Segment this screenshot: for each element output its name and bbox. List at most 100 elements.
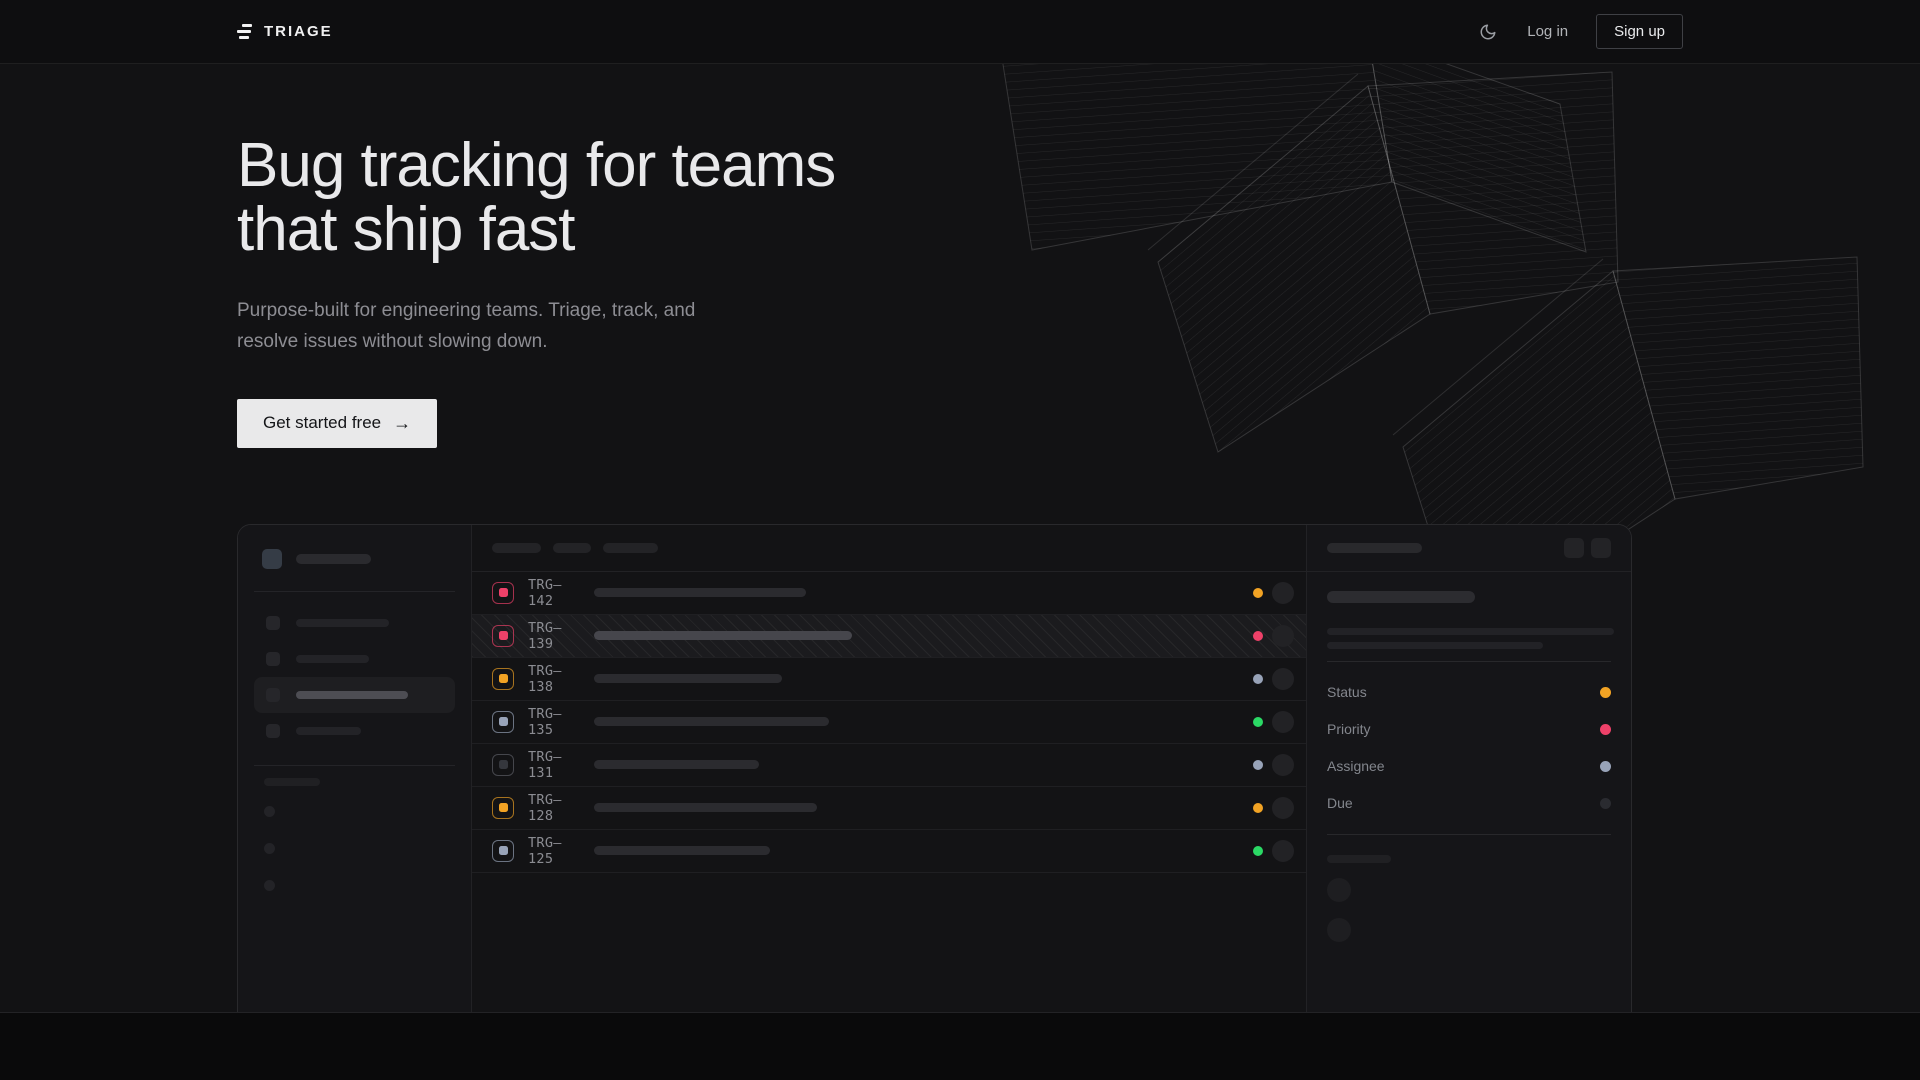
property-row: Assignee	[1327, 748, 1611, 785]
sidebar-item	[254, 713, 455, 749]
issue-checkbox	[492, 796, 514, 819]
next-section	[0, 1013, 1920, 1079]
avatar-list	[1327, 877, 1611, 942]
skeleton-bar	[1327, 641, 1543, 649]
issue-list: TRG–142 TRG–139 TRG–138 TRG–135 TRG–131	[472, 572, 1306, 873]
status-dot	[1253, 587, 1263, 598]
moon-icon	[1480, 24, 1496, 39]
issue-id: TRG–128	[528, 791, 562, 824]
divider	[254, 590, 455, 592]
issue-row: TRG–128	[472, 787, 1306, 830]
skeleton-bar	[296, 553, 371, 564]
avatar	[1272, 839, 1294, 862]
property-label: Assignee	[1327, 758, 1385, 775]
issue-checkbox	[492, 581, 514, 604]
issue-row: TRG–135	[472, 701, 1306, 744]
issue-checkbox	[492, 753, 514, 776]
title-line-2: that ship fast	[237, 194, 576, 264]
issue-id: TRG–131	[528, 748, 562, 781]
detail-header	[1307, 525, 1631, 572]
status-dot	[1253, 673, 1263, 684]
sidebar-item-icon	[266, 687, 280, 702]
issue-id: TRG–125	[528, 834, 562, 867]
sidebar-item-icon	[266, 723, 280, 738]
status-dot	[1253, 802, 1263, 813]
theme-toggle-button[interactable]	[1477, 21, 1499, 43]
issue-checkbox	[492, 839, 514, 862]
brand-logo[interactable]: TRIAGE	[237, 23, 333, 40]
skeleton-pill	[553, 542, 591, 553]
detail-action-button	[1564, 537, 1584, 558]
issue-list-header	[472, 525, 1306, 572]
issue-list-panel: TRG–142 TRG–139 TRG–138 TRG–135 TRG–131	[472, 524, 1306, 1012]
triage-logo-icon	[237, 24, 253, 39]
issue-checkbox	[492, 667, 514, 690]
property-label: Priority	[1327, 721, 1371, 738]
issue-id: TRG–142	[528, 576, 562, 609]
issue-id: TRG–139	[528, 619, 562, 652]
sidebar-item-icon	[266, 651, 280, 666]
top-nav: TRIAGE Log in Sign up	[0, 0, 1920, 64]
skeleton-pill	[492, 542, 541, 553]
issue-row: TRG–131	[472, 744, 1306, 787]
avatar	[1272, 581, 1294, 604]
property-list: Status Priority Assignee Due	[1327, 674, 1611, 822]
status-dot	[1253, 630, 1263, 641]
issue-row: TRG–125	[472, 830, 1306, 873]
cta-label: Get started free	[263, 413, 382, 433]
skeleton-bar	[594, 588, 806, 598]
divider	[254, 764, 455, 766]
issue-row: TRG–139	[472, 614, 1306, 658]
issue-id: TRG–135	[528, 705, 562, 738]
issue-id: TRG–138	[528, 662, 562, 695]
avatar	[1272, 796, 1294, 819]
skeleton-bar	[594, 846, 770, 856]
issue-checkbox	[492, 710, 514, 733]
workspace-switcher	[254, 525, 455, 569]
arrow-right-icon: →	[393, 412, 412, 433]
property-value-dot	[1600, 760, 1611, 772]
skeleton-bar	[594, 717, 829, 727]
divider	[1327, 660, 1611, 662]
avatar	[1272, 667, 1294, 690]
skeleton-bar	[1327, 542, 1422, 553]
property-row: Status	[1327, 674, 1611, 711]
skeleton-bar	[594, 803, 817, 813]
sidebar-item-icon	[266, 615, 280, 630]
hero-subtitle: Purpose-built for engineering teams. Tri…	[237, 299, 696, 352]
avatar	[1272, 753, 1294, 776]
property-value-dot	[1600, 723, 1611, 735]
property-label: Due	[1327, 795, 1353, 812]
avatar	[1327, 917, 1351, 942]
issue-row: TRG–138	[472, 658, 1306, 701]
workspace-avatar	[262, 548, 282, 569]
skeleton-bar	[594, 760, 759, 770]
issue-checkbox	[492, 624, 514, 647]
sidebar-item	[254, 605, 455, 641]
sidebar-dot	[264, 805, 275, 817]
sidebar-nav	[254, 605, 455, 749]
issue-detail-panel: Status Priority Assignee Due	[1306, 524, 1631, 1012]
log-in-link[interactable]: Log in	[1527, 23, 1569, 40]
skeleton-bar	[296, 726, 361, 735]
status-dot	[1253, 716, 1263, 727]
skeleton-bar	[264, 777, 320, 786]
avatar	[1327, 877, 1351, 902]
skeleton-bar	[296, 618, 389, 627]
skeleton-bar	[594, 631, 852, 641]
sidebar-item	[254, 641, 455, 677]
divider	[1327, 833, 1611, 835]
skeleton-bar	[1327, 627, 1614, 635]
issue-row: TRG–142	[472, 572, 1306, 615]
brand-name: TRIAGE	[264, 23, 333, 40]
property-row: Priority	[1327, 711, 1611, 748]
skeleton-bar	[296, 654, 369, 663]
mockup-sidebar	[238, 524, 472, 1012]
sign-up-button[interactable]: Sign up	[1596, 14, 1683, 49]
get-started-button[interactable]: Get started free →	[237, 398, 438, 448]
property-row: Due	[1327, 785, 1611, 822]
page-title: Bug tracking for teams that ship fast	[237, 134, 1683, 262]
avatar	[1272, 710, 1294, 733]
app-mockup-illustration: TRG–142 TRG–139 TRG–138 TRG–135 TRG–131	[237, 523, 1632, 1012]
status-dot	[1253, 845, 1263, 856]
